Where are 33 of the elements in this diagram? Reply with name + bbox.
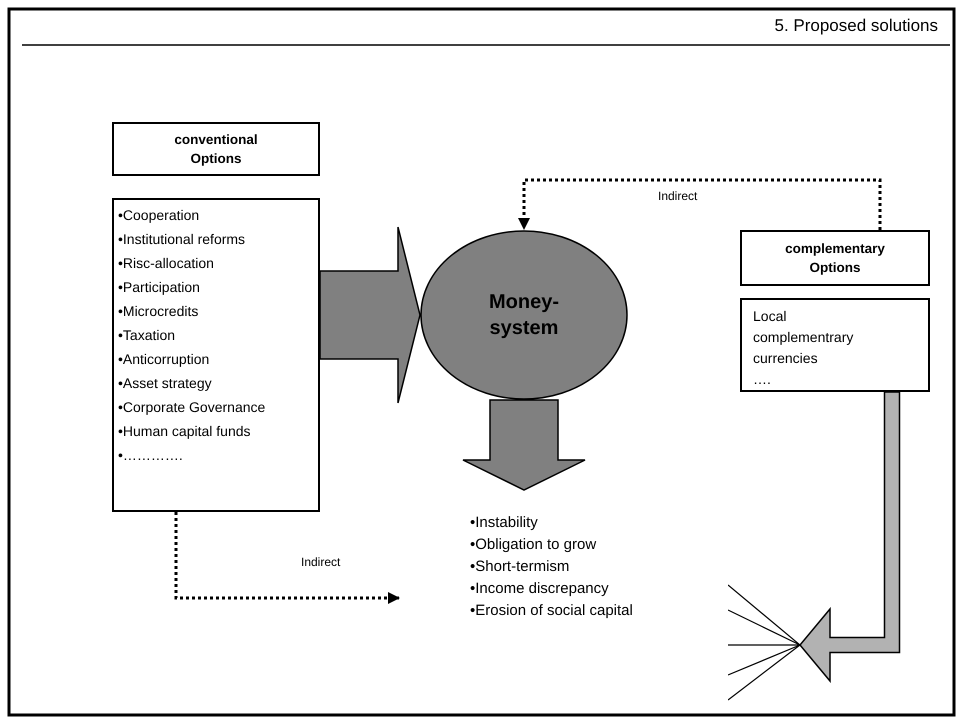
block-arrow <box>799 391 900 684</box>
list-item: •Anticorruption <box>118 350 210 369</box>
edge-label: Indirect <box>657 189 698 203</box>
heading-text: conventional Options <box>173 131 259 168</box>
list-item: •…………. <box>118 446 183 465</box>
edge-label: Indirect <box>300 555 342 569</box>
list-item: •Institutional reforms <box>118 230 246 249</box>
list-item: •Instability <box>470 513 538 533</box>
list-item: •Corporate Governance <box>118 398 266 417</box>
list-item: •Asset strategy <box>118 374 212 393</box>
list-item: •Microcredits <box>118 302 198 321</box>
list-item: •Human capital funds <box>118 422 251 441</box>
list-item: •Participation <box>118 278 200 297</box>
node-label: Money- system <box>488 290 560 341</box>
heading-box <box>740 230 930 286</box>
text-box <box>740 298 930 392</box>
dotted-arrow <box>518 178 882 230</box>
block-arrow <box>319 226 421 404</box>
heading-text: complementary Options <box>784 240 886 277</box>
dotted-arrow <box>174 512 400 604</box>
body-text: Local complementrary currencies <box>753 307 854 368</box>
list-item: •Income discrepancy <box>470 579 609 599</box>
body-text: …. <box>753 370 771 389</box>
slide-title: 5. Proposed solutions <box>774 16 938 36</box>
list-item: •Risc-allocation <box>118 254 214 273</box>
list-item: •Taxation <box>118 326 176 345</box>
heading-box <box>112 122 320 176</box>
list-item: •Erosion of social capital <box>470 601 633 621</box>
list-item: •Short-termism <box>470 557 570 577</box>
block-arrow <box>462 399 586 491</box>
list-item: •Cooperation <box>118 206 200 225</box>
list-item: •Obligation to grow <box>470 535 596 555</box>
list-box <box>112 198 320 512</box>
